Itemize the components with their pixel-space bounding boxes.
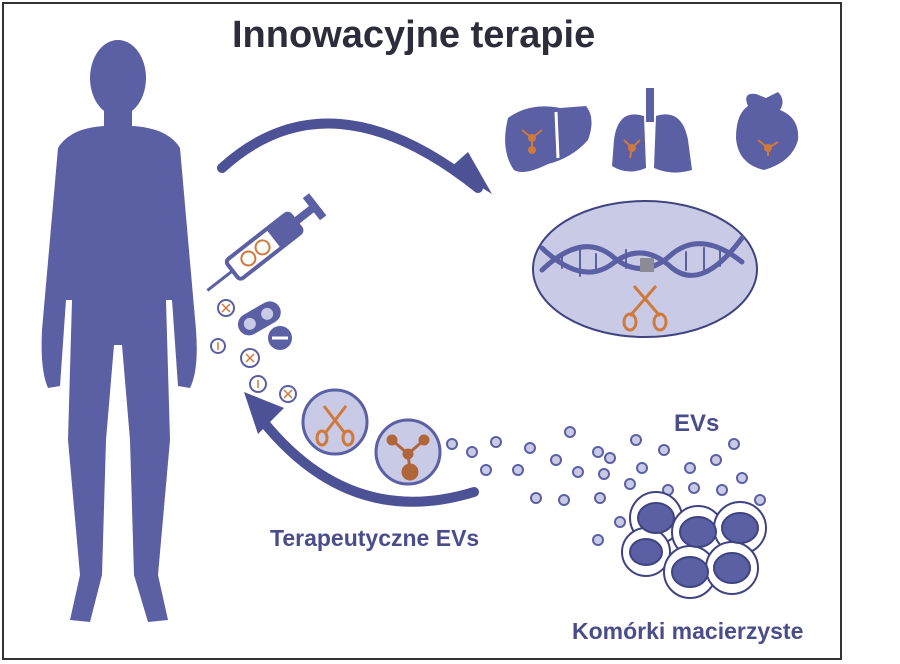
heart-icon [736,92,799,170]
human-silhouette-icon [41,40,197,622]
liver-icon [505,106,592,172]
figure-border [2,2,842,660]
evs-label: EVs [674,410,720,437]
dna-edit-marker [640,258,654,272]
therapeutic-evs-label: Terapeutyczne EVs [270,525,480,551]
syringe-icon [206,193,327,292]
scissors-icon [622,285,668,332]
diagram-title: Innowacyjne terapie [232,14,596,56]
stem-cell-icon [621,491,767,599]
stem-cells-label: Komórki macierzyste [572,618,804,644]
pills-icon [210,299,297,403]
ev-particles [446,426,766,546]
therapeutic-ev-scissors [301,388,369,456]
bottom-curved-arrow [257,415,479,507]
lungs-icon [612,88,692,173]
therapeutic-ev-molecule [374,418,442,486]
top-curved-arrow [217,118,483,193]
